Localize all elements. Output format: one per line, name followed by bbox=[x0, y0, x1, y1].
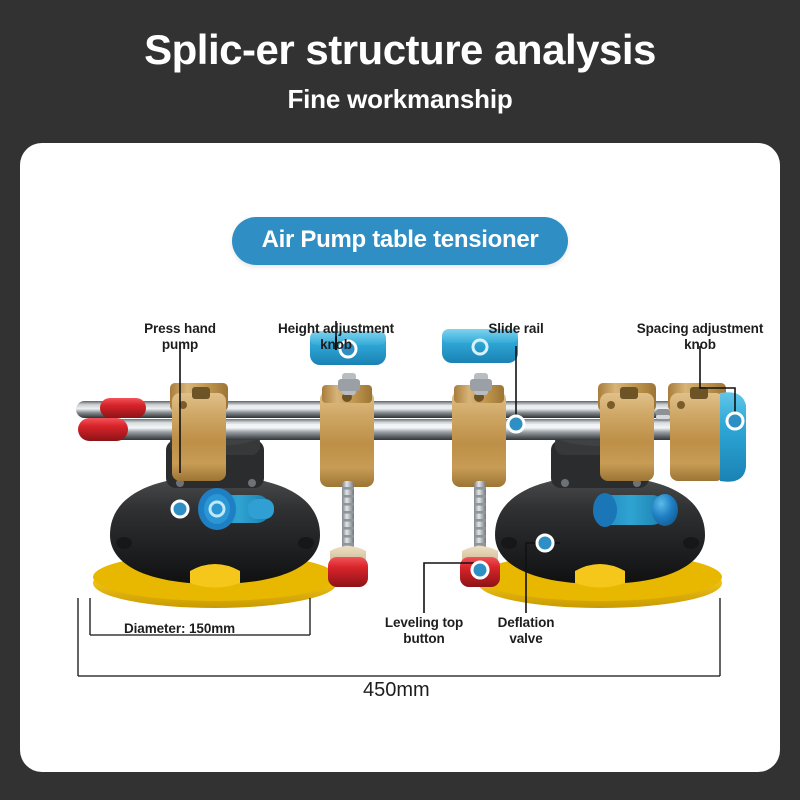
marker-press-hand-pump bbox=[170, 499, 190, 519]
dimension-diameter bbox=[89, 598, 311, 636]
press-hand-pump bbox=[198, 488, 274, 530]
height-adjustment-knob-2 bbox=[442, 329, 518, 587]
product-badge: Air Pump table tensioner bbox=[231, 217, 569, 265]
deflation-valve bbox=[593, 493, 678, 527]
product-illustration-svg bbox=[76, 321, 746, 677]
spacing-adjustment-knob bbox=[720, 392, 746, 482]
marker-leveling-top-button bbox=[470, 560, 490, 580]
dimension-label-overall-width: 450mm bbox=[363, 679, 430, 701]
brass-collar-2 bbox=[598, 383, 656, 481]
marker-slide-rail bbox=[506, 414, 526, 434]
tensioner-assembly bbox=[76, 329, 746, 608]
spacing-linkage bbox=[656, 409, 670, 421]
dimension-overall-width bbox=[77, 598, 721, 677]
brass-collar-height-knob-2 bbox=[452, 385, 506, 487]
leader-leveling-button bbox=[423, 562, 474, 613]
content-card: Air Pump table tensioner bbox=[20, 143, 780, 772]
marker-deflation-valve bbox=[535, 533, 555, 553]
page-subtitle: Fine workmanship bbox=[287, 84, 513, 115]
leader-spacing-knob bbox=[699, 346, 736, 415]
brass-collar-3 bbox=[668, 383, 726, 481]
dimension-label-diameter: Diameter: 150mm bbox=[124, 621, 236, 636]
callout-label-slide-rail: Slide rail bbox=[488, 321, 544, 336]
page-title: Splic-er structure analysis bbox=[144, 26, 656, 73]
callout-markers bbox=[170, 339, 745, 580]
product-badge-container: Air Pump table tensioner bbox=[20, 217, 780, 265]
marker-height-adjustment-knob bbox=[338, 339, 358, 359]
brass-collar-1 bbox=[170, 383, 228, 481]
rail-end-caps-left bbox=[78, 398, 146, 441]
marker-spacing-adjustment-knob bbox=[725, 411, 745, 431]
page-header: Splic-er structure analysis Fine workman… bbox=[0, 0, 800, 143]
brass-collar-height-knob-1 bbox=[320, 385, 374, 487]
